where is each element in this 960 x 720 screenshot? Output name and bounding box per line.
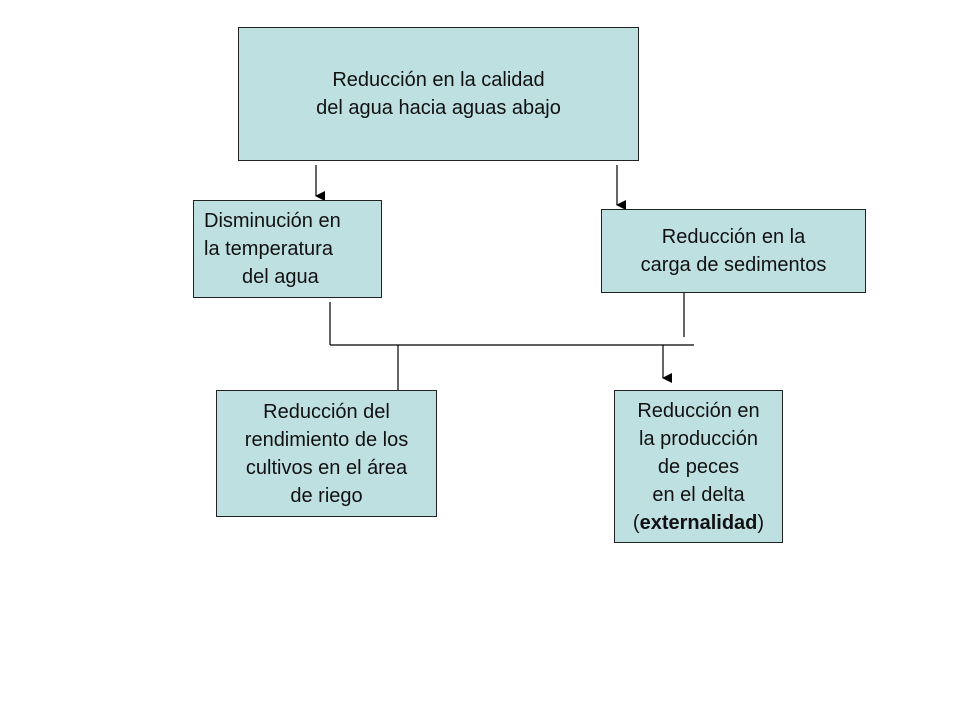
node-fish-production-reduction: Reducción en la producción de peces en e… — [614, 390, 783, 543]
paren-open: ( — [632, 511, 640, 534]
node-line: rendimiento de los — [244, 428, 409, 451]
externality-label: externalidad — [639, 511, 758, 534]
node-line: Reducción del — [263, 400, 390, 423]
node-line: de riego — [290, 484, 363, 507]
node-line: carga de sedimentos — [640, 254, 827, 276]
node-line: la temperatura — [204, 238, 333, 260]
node-crop-yield-reduction: Reducción del rendimiento de los cultivo… — [216, 390, 437, 517]
node-line: del agua — [242, 266, 319, 288]
node-line: cultivos en el área — [245, 456, 408, 479]
paren-close: ) — [757, 511, 765, 534]
node-line: de peces — [657, 455, 740, 478]
node-line: Reducción en la — [661, 226, 806, 248]
node-water-quality-reduction: Reducción en la calidad del agua hacia a… — [238, 27, 639, 161]
node-line: en el delta — [652, 483, 745, 506]
node-line: Reducción en la calidad — [332, 69, 545, 91]
node-sediment-load-reduction: Reducción en la carga de sedimentos — [601, 209, 866, 293]
node-water-temperature-decrease: Disminución en la temperatura del agua — [193, 200, 382, 298]
node-line: Reducción en — [637, 399, 760, 422]
node-line-externality: (externalidad) — [633, 509, 764, 537]
node-line: Disminución en — [204, 210, 341, 232]
node-line: la producción — [639, 427, 758, 450]
node-line: del agua hacia aguas abajo — [316, 97, 561, 119]
